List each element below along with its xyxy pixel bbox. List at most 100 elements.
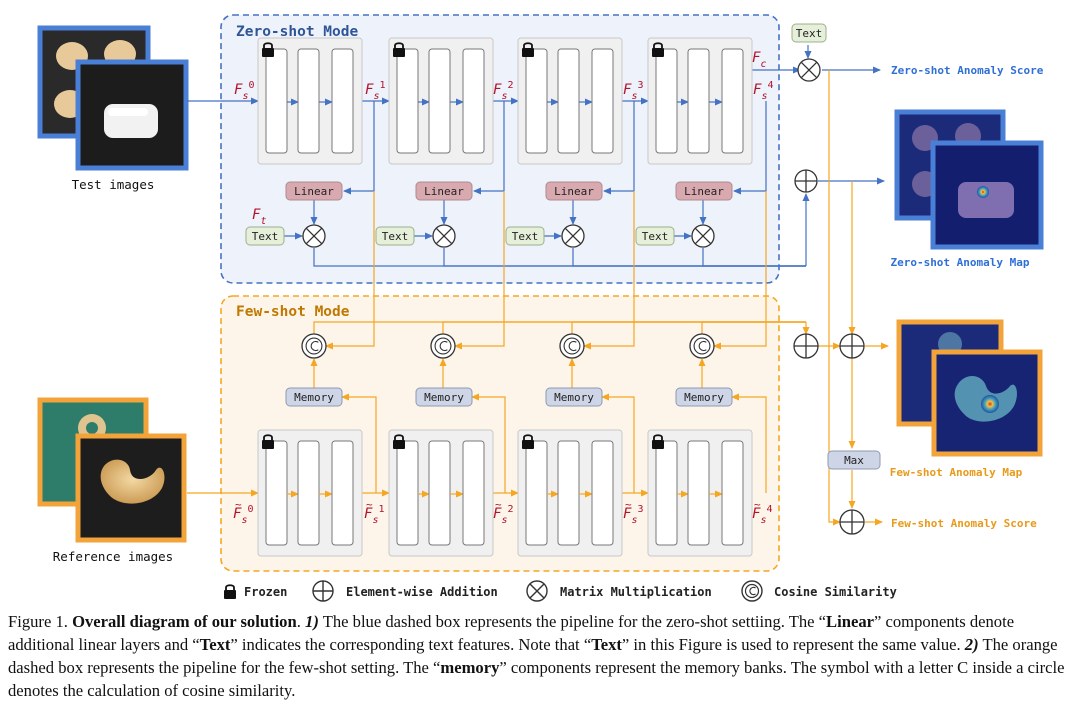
reference-images	[37, 397, 187, 543]
few-shot-feature-3-tilde: ~	[625, 498, 632, 511]
legend-multiplication-label: Matrix Multiplication	[560, 585, 712, 599]
text-feature-1: Text	[245, 226, 285, 246]
zero-shot-encoder-block-4	[647, 37, 753, 165]
connector-line	[702, 248, 806, 267]
zero-shot-title: Zero-shot Mode	[236, 24, 358, 40]
text-feature-3-box	[505, 226, 545, 246]
encoder-layer	[687, 48, 710, 154]
cosine-icon	[741, 580, 763, 602]
text-feature: Ft	[252, 207, 266, 227]
text-feature-clip-label: Text	[796, 27, 823, 40]
encoder-layer	[265, 440, 288, 546]
encoder-layer	[557, 440, 580, 546]
few-shot-map-images	[896, 319, 1043, 457]
connector-line	[454, 191, 505, 350]
lock-icon	[224, 584, 236, 599]
reference-images-label: Reference images	[53, 549, 173, 564]
addition-icon	[312, 580, 334, 602]
addition-icon	[794, 169, 818, 193]
zero-shot-encoder-block-2	[388, 37, 494, 165]
linear-layer-3-label: Linear	[554, 185, 594, 198]
lock-icon	[393, 434, 405, 449]
memory-bank-4-label: Memory	[684, 391, 724, 404]
memory-bank-4: Memory	[675, 387, 733, 407]
linear-layer-2-box	[415, 181, 473, 201]
few-shot-feature-2: Fs2	[493, 504, 514, 526]
encoder-layer	[331, 48, 354, 154]
memory-bank-1: Memory	[285, 387, 343, 407]
connector-line	[341, 393, 377, 493]
lock-icon	[262, 42, 274, 57]
connector-line	[701, 321, 806, 334]
multiplication-icon	[302, 224, 326, 248]
connector-line	[713, 191, 767, 350]
linear-layer-2-label: Linear	[424, 185, 464, 198]
encoder-layer	[525, 48, 548, 154]
linear-layer-3: Linear	[545, 181, 603, 201]
addition-icon	[839, 509, 865, 535]
encoder-layer	[462, 48, 485, 154]
linear-layer-1: Linear	[285, 181, 343, 201]
few-shot-feature-0-tilde: ~	[235, 498, 242, 511]
memory-bank-4-box	[675, 387, 733, 407]
caption-point-1: 1)	[305, 612, 319, 631]
memory-bank-1-label: Memory	[294, 391, 334, 404]
caption-point-2: 2)	[964, 635, 979, 654]
multiplication-icon	[691, 224, 715, 248]
zero-shot-map-images	[894, 109, 1044, 250]
few-shot-feature-2-tilde: ~	[495, 498, 502, 511]
cosine-icon	[689, 333, 715, 359]
test-images	[37, 25, 189, 171]
encoder-layer	[591, 48, 614, 154]
memory-bank-1-box	[285, 387, 343, 407]
text-feature-3: Text	[505, 226, 545, 246]
addition-icon	[839, 333, 865, 359]
max-operation-box	[827, 450, 881, 470]
zero-shot-feature-1: Fs1	[365, 80, 386, 102]
zero-shot-feature-0: Fs0	[234, 80, 255, 102]
few-shot-encoder-block-1	[257, 429, 363, 557]
encoder-layer	[297, 48, 320, 154]
zero-shot-map-label: Zero-shot Anomaly Map	[890, 256, 1029, 269]
few-shot-encoder-block-2	[388, 429, 494, 557]
encoder-layer	[297, 440, 320, 546]
few-shot-encoder-block-4	[647, 429, 753, 557]
pipeline-diagram: Zero-shot Mode Few-shot Mode Test images…	[37, 14, 1044, 602]
encoder-layer	[591, 440, 614, 546]
text-feature-4-box	[635, 226, 675, 246]
operation-nodes: LinearTextLinearTextLinearTextLinearText…	[245, 23, 881, 535]
linear-layer-4-box	[675, 181, 733, 201]
memory-bank-3-label: Memory	[554, 391, 594, 404]
text-feature-4-label: Text	[642, 230, 669, 243]
encoder-layer	[265, 48, 288, 154]
encoder-layer	[721, 440, 744, 546]
zero-shot-score-label: Zero-shot Anomaly Score	[891, 64, 1044, 77]
text-feature-1-box	[245, 226, 285, 246]
linear-layer-1-box	[285, 181, 343, 201]
multiplication-icon	[797, 58, 821, 82]
legend-frozen-label: Frozen	[244, 585, 287, 599]
few-shot-feature-1-tilde: ~	[366, 498, 373, 511]
few-shot-feature-1: Fs1	[364, 504, 385, 526]
few-shot-encoder-block-3	[517, 429, 623, 557]
text-feature-4: Text	[635, 226, 675, 246]
encoder-layer	[428, 440, 451, 546]
memory-bank-2: Memory	[415, 387, 473, 407]
few-shot-feature-0: Fs0	[233, 504, 254, 526]
multiplication-icon	[432, 224, 456, 248]
max-operation: Max	[827, 450, 881, 470]
encoder-layer	[331, 440, 354, 546]
encoder-layer	[428, 48, 451, 154]
linear-layer-4-label: Linear	[684, 185, 724, 198]
connector-line	[471, 393, 506, 493]
text-feature-2: Text	[375, 226, 415, 246]
few-shot-feature-4: Fs4	[752, 504, 773, 526]
zero-shot-feature-4: Fs4	[753, 80, 774, 102]
encoder-layer	[525, 440, 548, 546]
encoder-layer	[396, 48, 419, 154]
few-shot-feature-4-tilde: ~	[754, 498, 761, 511]
memory-bank-2-box	[415, 387, 473, 407]
encoder-layer	[557, 48, 580, 154]
text-feature-2-box	[375, 226, 415, 246]
